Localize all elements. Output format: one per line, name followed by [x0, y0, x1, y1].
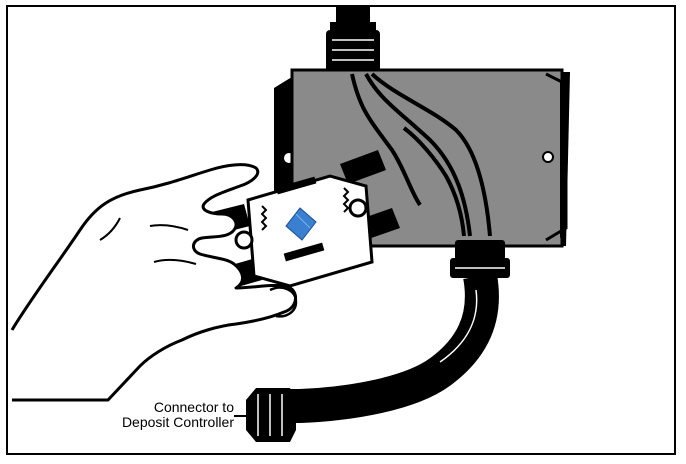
- hand: [10, 163, 298, 402]
- callout-arrow: [234, 411, 256, 421]
- callout-label-line-2: Deposit Controller: [121, 414, 234, 430]
- top-cable: [326, 5, 380, 74]
- junction-box: [274, 68, 570, 248]
- arrow-right-icon: [246, 411, 256, 421]
- callout-label-line-1: Connector to: [153, 399, 234, 415]
- bottom-cable: [246, 240, 510, 442]
